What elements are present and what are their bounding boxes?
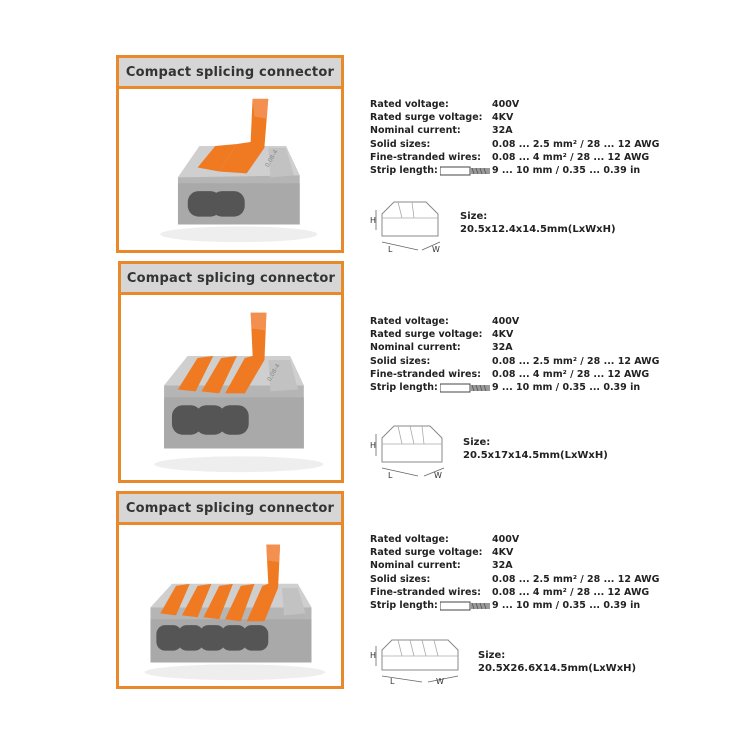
fine-stranded-label: Fine-stranded wires: [370, 151, 481, 163]
spec-table-1: Rated voltage: 400V Rated surge voltage: 4… [370, 98, 659, 177]
rated-voltage-label: Rated voltage: [370, 316, 449, 327]
product-card-3: Compact splicing connector [116, 491, 344, 689]
fine-stranded-label: Fine-stranded wires: [370, 586, 481, 598]
strip-length-label: Strip length: [370, 382, 438, 394]
rated-voltage-value: 400V [492, 99, 520, 110]
size-value: 20.5x17x14.5mm(LxWxH) [463, 450, 608, 461]
size-label: Size: [460, 211, 488, 222]
surge-voltage-label: Rated surge voltage: [370, 112, 483, 124]
connector-2-way-illustration: 0.08-4 [160, 98, 318, 243]
connector-3-way-illustration: 0.08-4 [154, 312, 324, 473]
stripped-wire-icon [439, 601, 490, 611]
solid-sizes-label: Solid sizes: [370, 355, 431, 367]
solid-sizes-value: 0.08 ... 2.5 mm² / 28 ... 12 AWG [492, 138, 660, 150]
dim-letter-l: L [388, 471, 393, 480]
fine-stranded-label: Fine-stranded wires: [370, 368, 481, 380]
solid-sizes-label: Solid sizes: [370, 138, 431, 150]
strip-length-label: Strip length: [370, 600, 438, 612]
fine-stranded-value: 0.08 ... 4 mm² / 28 ... 12 AWG [492, 586, 650, 598]
dimension-outline-icon: H L W [370, 201, 441, 254]
dim-letter-h: H [370, 441, 376, 450]
nominal-current-value: 32A [492, 560, 513, 572]
card-title: Compact splicing connector [121, 264, 341, 295]
solid-sizes-label: Solid sizes: [370, 573, 431, 585]
nominal-current-label: Nominal current: [370, 342, 461, 354]
strip-length-label: Strip length: [370, 165, 438, 177]
size-value: 20.5x12.4x14.5mm(LxWxH) [460, 224, 616, 235]
dim-letter-h: H [370, 216, 376, 225]
dim-letter-l: L [390, 677, 395, 686]
size-block-3: Size: 20.5X26.6X14.5mm(LxWxH) [478, 649, 636, 675]
nominal-current-label: Nominal current: [370, 560, 461, 572]
dimension-outline-icon: H L W [370, 425, 445, 480]
fine-stranded-value: 0.08 ... 4 mm² / 28 ... 12 AWG [492, 368, 650, 380]
size-block-1: Size: 20.5x12.4x14.5mm(LxWxH) [460, 210, 616, 236]
dimension-drawing-3: H L W [368, 636, 468, 686]
dimension-outline-icon: H L W [370, 639, 459, 686]
spec-table-2: Rated voltage: 400V Rated surge voltage: 4… [370, 315, 659, 394]
strip-length-value: 9 ... 10 mm / 0.35 ... 0.39 in [492, 600, 641, 612]
size-value: 20.5X26.6X14.5mm(LxWxH) [478, 663, 637, 674]
strip-length-value: 9 ... 10 mm / 0.35 ... 0.39 in [492, 382, 641, 394]
stripped-wire-icon [439, 166, 490, 176]
surge-voltage-label: Rated surge voltage: [370, 329, 483, 341]
stripped-wire-icon [439, 383, 490, 393]
connector-3-way-image: 0.08-4 [121, 295, 341, 480]
nominal-current-label: Nominal current: [370, 125, 461, 137]
surge-voltage-value: 4KV [492, 329, 514, 341]
nominal-current-value: 32A [492, 125, 513, 137]
product-card-1: Compact splicing connector 0.08-4 [116, 55, 344, 253]
strip-length-value: 9 ... 10 mm / 0.35 ... 0.39 in [492, 165, 641, 177]
solid-sizes-value: 0.08 ... 2.5 mm² / 28 ... 12 AWG [492, 355, 660, 367]
dimension-drawing-2: H L W [368, 420, 450, 480]
dim-letter-w: W [434, 471, 442, 480]
dim-letter-w: W [432, 245, 440, 254]
connector-5-way-illustration [144, 544, 326, 681]
nominal-current-value: 32A [492, 342, 513, 354]
card-title: Compact splicing connector [119, 494, 341, 525]
product-card-2: Compact splicing connector 0.08-4 [118, 261, 344, 483]
dim-letter-h: H [370, 651, 376, 660]
card-title: Compact splicing connector [119, 58, 341, 89]
dimension-drawing-1: H L W [368, 196, 446, 254]
fine-stranded-value: 0.08 ... 4 mm² / 28 ... 12 AWG [492, 151, 650, 163]
surge-voltage-value: 4KV [492, 112, 514, 124]
rated-voltage-label: Rated voltage: [370, 534, 449, 545]
surge-voltage-value: 4KV [492, 547, 514, 559]
solid-sizes-value: 0.08 ... 2.5 mm² / 28 ... 12 AWG [492, 573, 660, 585]
rated-voltage-label: Rated voltage: [370, 99, 449, 110]
spec-table-3: Rated voltage: 400V Rated surge voltage: 4… [370, 533, 659, 612]
rated-voltage-value: 400V [492, 316, 520, 327]
size-label: Size: [478, 650, 506, 661]
size-block-2: Size: 20.5x17x14.5mm(LxWxH) [463, 436, 608, 462]
connector-5-way-image [119, 525, 341, 686]
dim-letter-w: W [436, 677, 444, 686]
size-label: Size: [463, 437, 491, 448]
dim-letter-l: L [388, 245, 393, 254]
connector-2-way-image: 0.08-4 [119, 89, 341, 250]
rated-voltage-value: 400V [492, 534, 520, 545]
surge-voltage-label: Rated surge voltage: [370, 547, 483, 559]
